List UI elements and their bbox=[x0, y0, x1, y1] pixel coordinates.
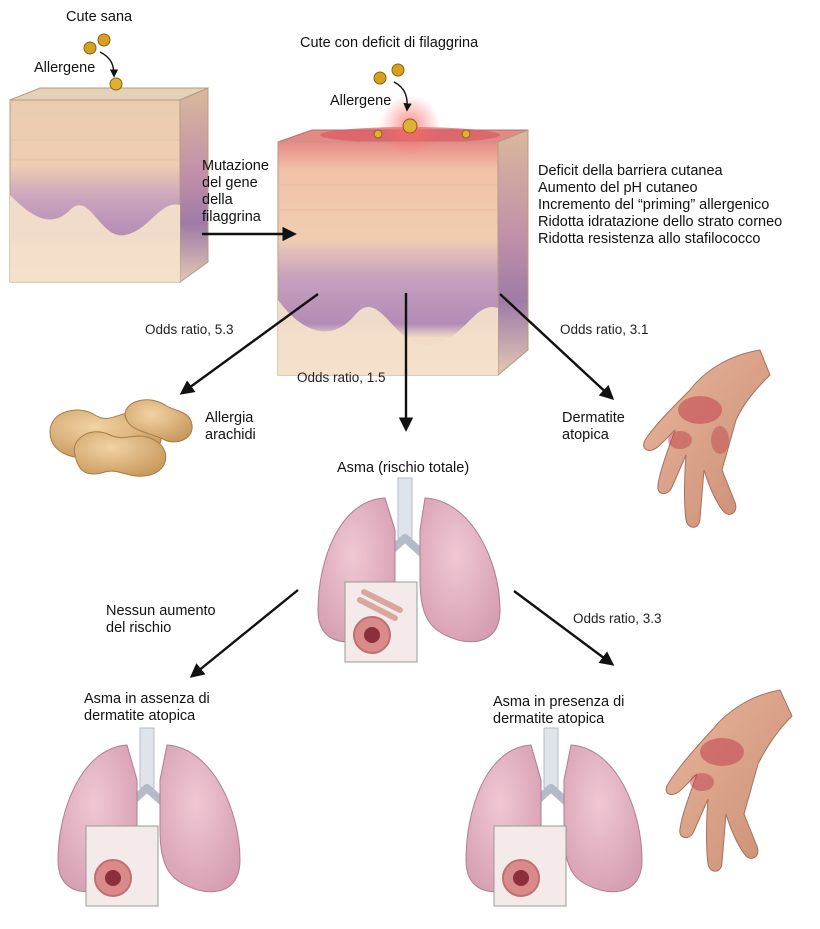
peanut-illustration bbox=[49, 399, 193, 477]
allergen-particles-deficient bbox=[373, 63, 471, 139]
effect-item: Aumento del pH cutaneo bbox=[538, 180, 698, 196]
dermatitis-label: Dermatite atopica bbox=[562, 410, 625, 443]
lungs-with-dermatitis bbox=[465, 727, 643, 907]
arrow-to-dermatitis bbox=[499, 293, 615, 400]
deficient-skin-title: Cute con deficit di filaggrina bbox=[300, 35, 479, 51]
arrow-to-peanut bbox=[179, 293, 319, 395]
arrow-to-asthma-without bbox=[189, 589, 299, 678]
healthy-skin-block bbox=[9, 87, 209, 283]
arrow-to-asthma-with bbox=[513, 590, 615, 666]
hand-dermatitis-top bbox=[643, 349, 771, 528]
asthma-total-label: Asma (rischio totale) bbox=[337, 460, 470, 476]
peanut-allergy-label: Allergia arachidi bbox=[205, 410, 256, 443]
odds-dermatitis: Odds ratio, 3.1 bbox=[560, 322, 649, 337]
asthma-with-label: Asma in presenza di dermatite atopica bbox=[493, 694, 625, 727]
barrier-effects-list: Deficit della barriera cutanea Aumento d… bbox=[538, 163, 782, 248]
deficient-skin-block bbox=[277, 95, 529, 377]
effect-item: Ridotta idratazione dello strato corneo bbox=[538, 214, 783, 230]
effect-item: Incremento del “priming” allergenico bbox=[538, 197, 770, 213]
healthy-skin-title: Cute sana bbox=[66, 9, 133, 25]
odds-asthma-without: Nessun aumento del rischio bbox=[106, 603, 216, 636]
deficient-allergen-label: Allergene bbox=[330, 93, 392, 109]
effect-item: Deficit della barriera cutanea bbox=[538, 163, 723, 179]
asthma-without-label: Asma in assenza di dermatite atopica bbox=[84, 691, 210, 724]
mutation-label: Mutazione del gene della filaggrina bbox=[202, 158, 269, 225]
lungs-total bbox=[317, 477, 501, 663]
effect-item: Ridotta resistenza allo stafilococco bbox=[538, 231, 761, 247]
lungs-without-dermatitis bbox=[57, 727, 241, 907]
healthy-allergen-label: Allergene bbox=[34, 60, 96, 76]
allergen-particles-healthy bbox=[83, 33, 123, 91]
flow-arrows bbox=[179, 226, 615, 678]
odds-asthma-total: Odds ratio, 1.5 bbox=[297, 370, 386, 385]
odds-peanut: Odds ratio, 5.3 bbox=[145, 322, 234, 337]
odds-asthma-with: Odds ratio, 3.3 bbox=[573, 611, 662, 626]
hand-dermatitis-bottom bbox=[665, 689, 793, 872]
